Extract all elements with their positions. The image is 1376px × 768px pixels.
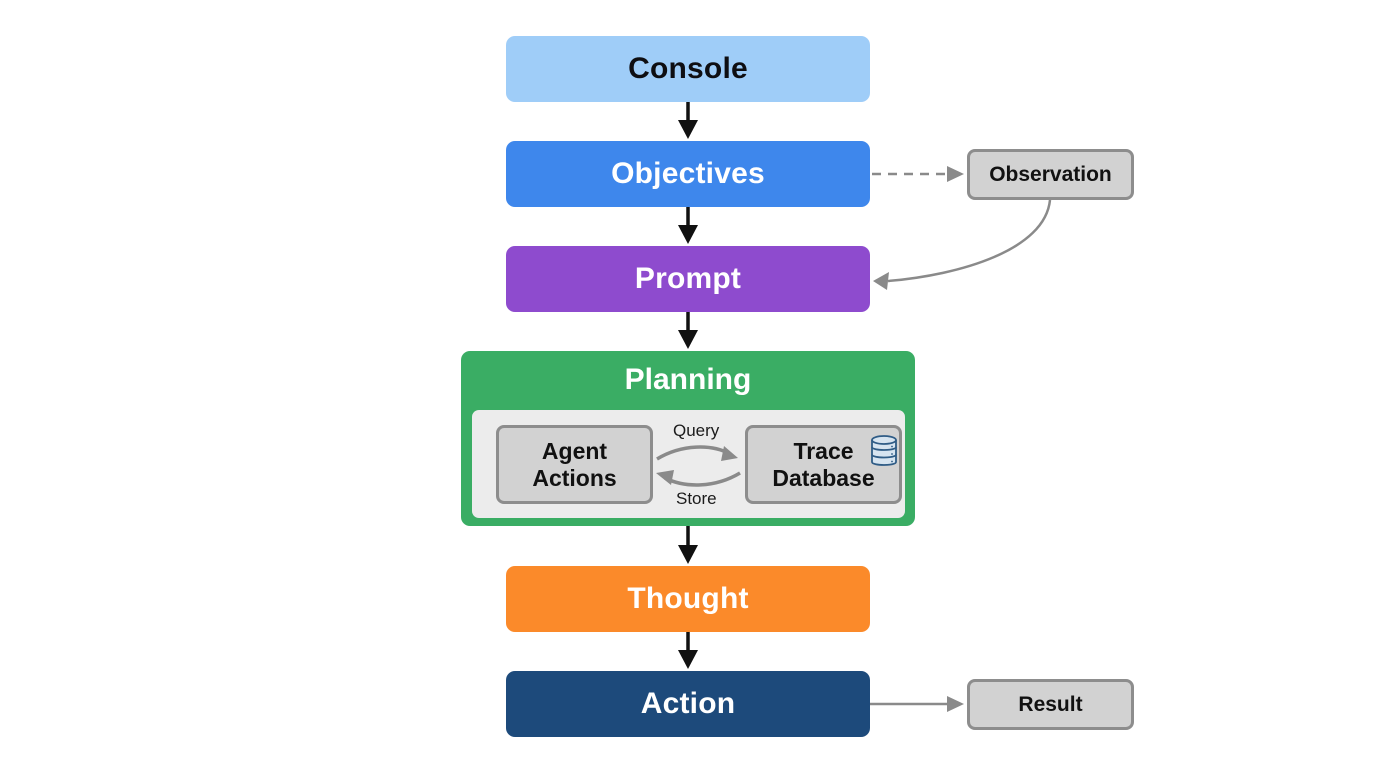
arrow-prompt-to-planning (678, 312, 698, 349)
prompt-node: Prompt (506, 246, 870, 312)
arrow-objectives-to-observation (872, 166, 964, 182)
store-arrow (656, 470, 741, 487)
query-label: Query (673, 421, 720, 440)
action-label: Action (640, 687, 736, 720)
arrow-objectives-to-prompt (678, 207, 698, 244)
arrow-observation-to-prompt (873, 199, 1052, 290)
console-label: Console (628, 52, 748, 85)
objectives-node: Objectives (506, 141, 870, 207)
arrow-console-to-objectives (678, 102, 698, 139)
query-arrow (656, 445, 738, 461)
action-node: Action (506, 671, 870, 737)
prompt-label: Prompt (634, 262, 742, 295)
store-label: Store (676, 489, 717, 508)
console-node: Console (506, 36, 870, 102)
trace-database-label-line2: Database (772, 464, 875, 491)
agent-actions-node: Agent Actions (496, 425, 653, 504)
thought-node: Thought (506, 566, 870, 632)
planning-label: Planning (624, 363, 752, 396)
agent-actions-label-line2: Actions (532, 464, 617, 491)
arrow-action-to-result (870, 696, 964, 712)
observation-label: Observation (989, 162, 1112, 186)
result-node: Result (967, 679, 1134, 730)
planning-inner-panel: Agent Actions Query Store Trace Database (472, 410, 905, 518)
agent-actions-label-line1: Agent (541, 437, 608, 464)
trace-database-node: Trace Database (745, 425, 902, 504)
arrow-planning-to-thought (678, 526, 698, 564)
database-icon (871, 435, 897, 466)
trace-database-label-line1: Trace (793, 437, 854, 464)
arrow-thought-to-action (678, 632, 698, 669)
result-label: Result (1018, 692, 1083, 716)
planning-node: Planning Agent Actions Query Store Trace… (461, 351, 915, 526)
thought-label: Thought (627, 582, 749, 615)
observation-node: Observation (967, 149, 1134, 200)
objectives-label: Objectives (611, 157, 765, 190)
